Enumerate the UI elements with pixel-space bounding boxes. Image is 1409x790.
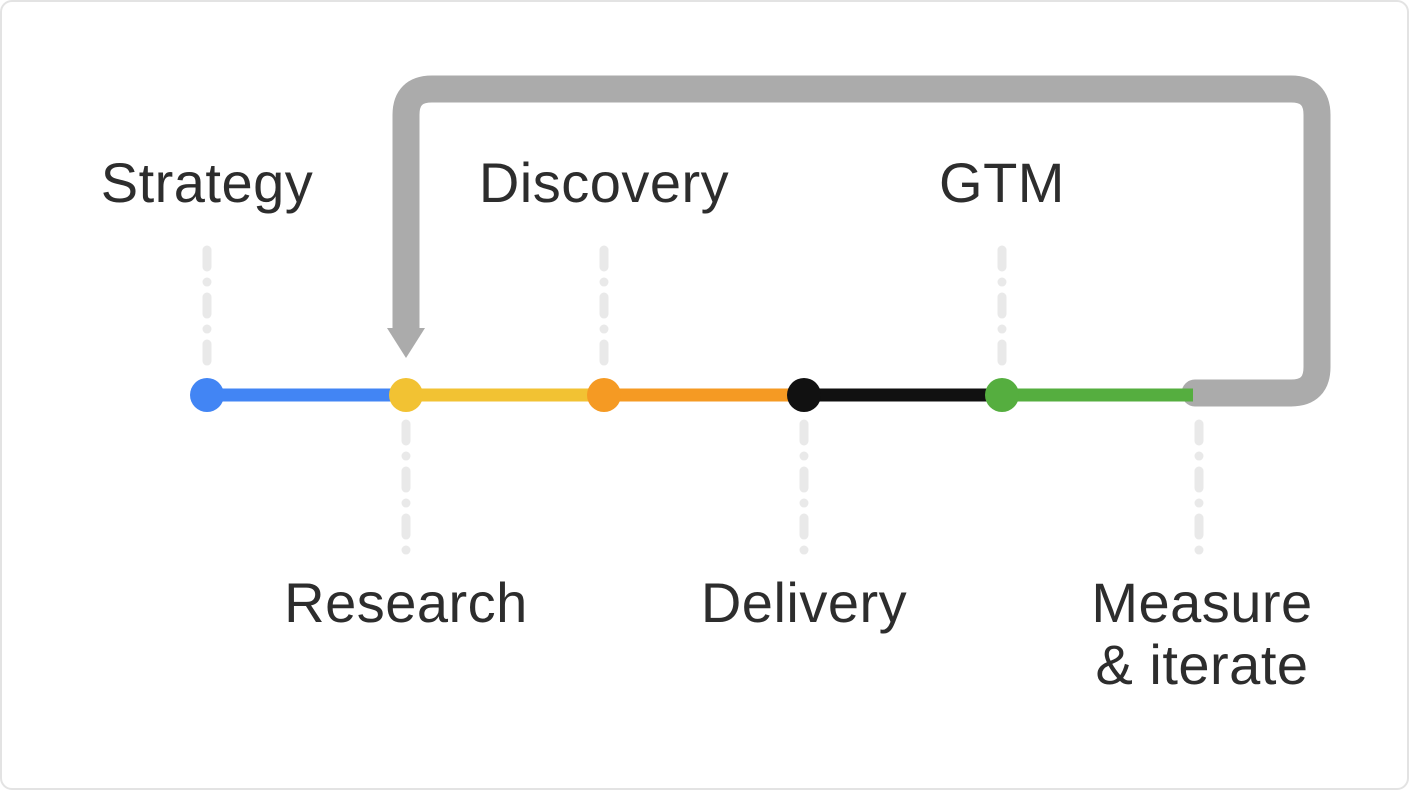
dot-discovery [587,378,621,412]
dot-research [389,378,423,412]
label-measure-line1: Measure [1091,571,1312,634]
label-strategy: Strategy [101,151,314,214]
dot-delivery [787,378,821,412]
label-delivery: Delivery [701,571,907,634]
dot-gtm [985,378,1019,412]
label-research: Research [284,571,528,634]
loop-arrowhead-icon [387,328,425,358]
label-discovery: Discovery [479,151,729,214]
label-measure-line2: & iterate [1095,633,1308,696]
dot-strategy [190,378,224,412]
loop-arrow-path [392,75,1331,407]
label-gtm: GTM [939,151,1065,214]
loop-arrow [387,75,1331,407]
